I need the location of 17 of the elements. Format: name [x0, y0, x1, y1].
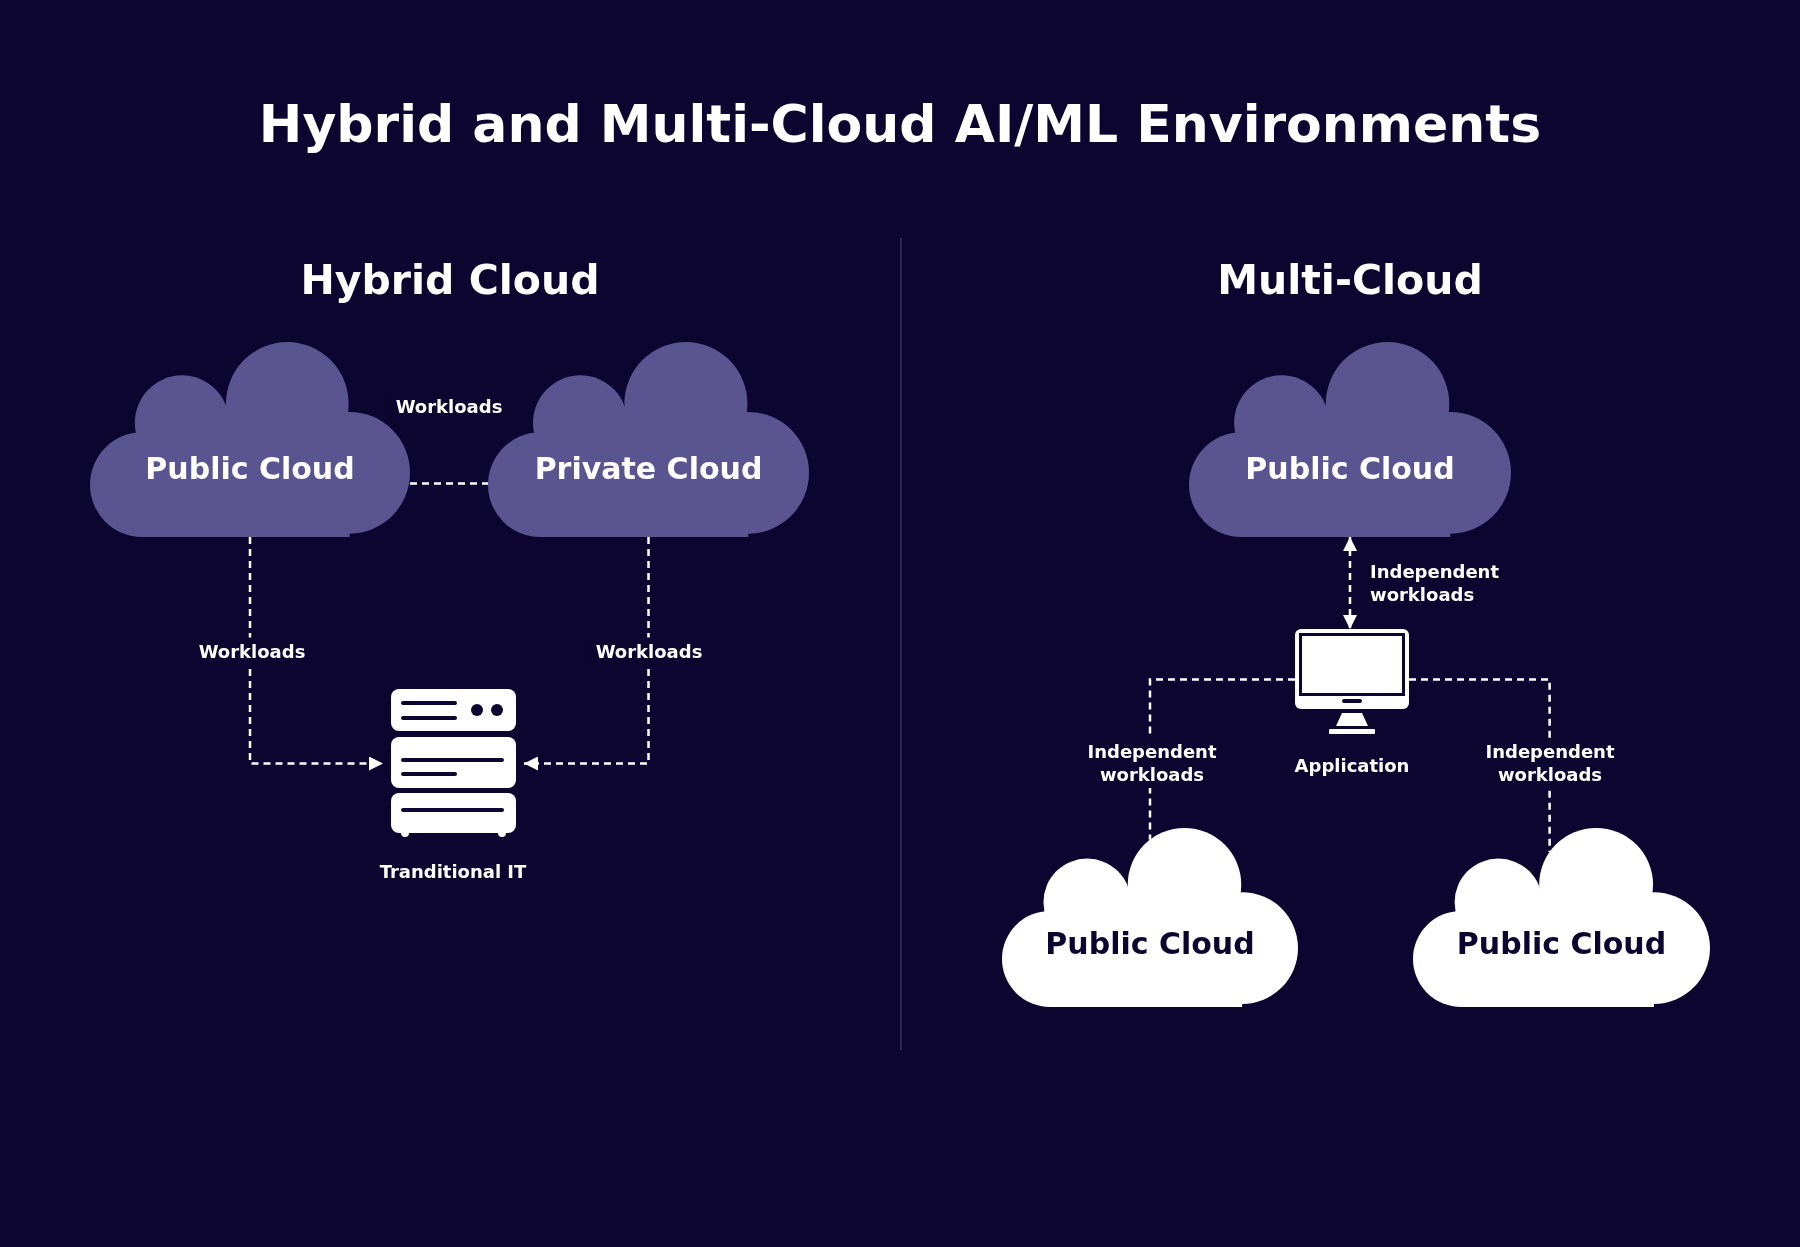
- dashed-connector-line: [1409, 678, 1551, 852]
- monitor-icon: [1295, 629, 1409, 734]
- server-icon: [391, 689, 516, 838]
- diagram-title: Hybrid and Multi-Cloud AI/ML Environments: [258, 92, 1542, 156]
- node-label: Public Cloud: [145, 450, 355, 487]
- node-label: Public Cloud: [1245, 450, 1455, 487]
- node-caption: Tranditional IT: [379, 859, 527, 883]
- node-label: Public Cloud: [1456, 926, 1667, 963]
- section-heading: Hybrid Cloud: [300, 256, 600, 306]
- node-caption: Application: [1294, 753, 1410, 777]
- dashed-arrow: [1343, 537, 1357, 629]
- node-label: Private Cloud: [534, 450, 763, 487]
- dashed-arrow: [248, 537, 383, 771]
- node-label: Public Cloud: [1045, 926, 1255, 963]
- dashed-arrow: [524, 537, 650, 771]
- section-heading: Multi-Cloud: [1217, 256, 1483, 306]
- dashed-connector-line: [410, 482, 488, 485]
